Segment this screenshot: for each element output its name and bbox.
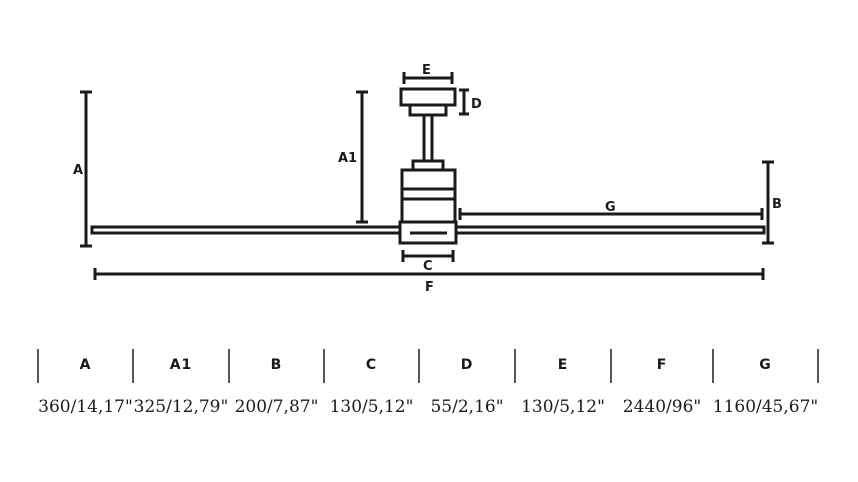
fan-blade-right xyxy=(445,225,766,235)
fan-downrod xyxy=(422,113,434,163)
column-separator xyxy=(37,349,39,383)
column-separator xyxy=(418,349,420,383)
column-separator xyxy=(323,349,325,383)
label-c: C xyxy=(423,259,433,274)
column-separator xyxy=(514,349,516,383)
label-e: E xyxy=(422,63,431,78)
dimension-spec-table: A 360/14,17" A1 325/12,79" B 200/7,87" C… xyxy=(0,345,858,425)
spec-header: E xyxy=(557,357,569,373)
label-b: B xyxy=(772,197,782,212)
ceiling-fan-dimension-diagram: A A1 E D G B C F xyxy=(73,63,782,295)
spec-header: D xyxy=(460,357,474,373)
spec-header: A xyxy=(79,357,92,373)
spec-value: 325/12,79" xyxy=(133,397,229,417)
column-separator xyxy=(132,349,134,383)
dimension-d-line xyxy=(459,88,469,116)
column-separator xyxy=(228,349,230,383)
dimension-e-line xyxy=(402,72,454,84)
spec-value: 130/5,12" xyxy=(329,397,414,417)
fan-canopy xyxy=(399,87,457,117)
spec-value: 2440/96" xyxy=(622,397,702,417)
spec-value: 55/2,16" xyxy=(430,397,504,417)
dimension-a1-line xyxy=(356,90,368,224)
column-separator xyxy=(817,349,819,383)
dimension-b-line xyxy=(762,160,774,245)
spec-header: F xyxy=(656,357,668,373)
fan-motor-housing xyxy=(400,168,457,224)
fan-blade-left xyxy=(90,225,412,235)
spec-value: 130/5,12" xyxy=(521,397,605,417)
label-a1: A1 xyxy=(338,151,357,166)
spec-header: B xyxy=(270,357,283,373)
column-separator xyxy=(610,349,612,383)
dimension-a-line xyxy=(80,90,92,248)
dimension-f-line xyxy=(93,268,765,280)
label-a: A xyxy=(73,163,83,178)
spec-header: C xyxy=(365,357,378,373)
label-g: G xyxy=(605,200,616,215)
spec-header: A1 xyxy=(169,357,193,373)
label-f: F xyxy=(425,280,434,295)
spec-header: G xyxy=(759,357,772,373)
label-d: D xyxy=(471,97,482,112)
dimension-g-line xyxy=(458,208,764,220)
dimension-c-line xyxy=(401,250,455,262)
spec-value: 200/7,87" xyxy=(234,397,319,417)
spec-value: 1160/45,67" xyxy=(712,397,819,417)
column-separator xyxy=(712,349,714,383)
fan-drawing xyxy=(90,87,766,245)
spec-value: 360/14,17" xyxy=(38,397,133,417)
